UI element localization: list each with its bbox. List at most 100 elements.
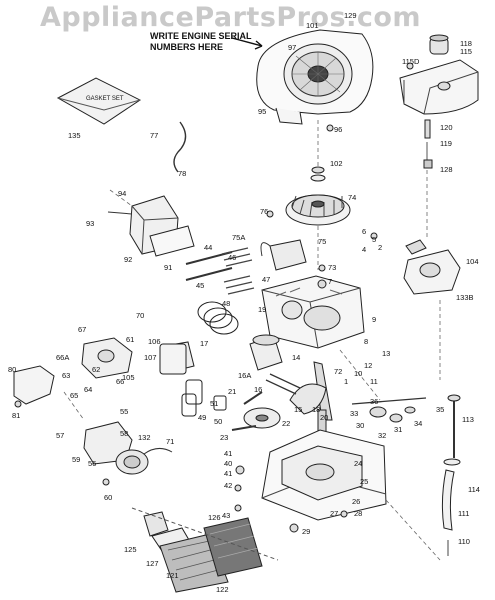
part-callout-7: 7	[328, 277, 332, 286]
part-callout-66: 66	[116, 377, 124, 386]
gasket-133b	[403, 239, 461, 295]
part-callout-81: 81	[12, 411, 20, 420]
part-callout-47: 47	[262, 275, 270, 284]
part-callout-43: 43	[222, 511, 230, 520]
part-callout-1: 1	[344, 377, 348, 386]
part-callout-61: 61	[126, 335, 134, 344]
part-callout-23: 23	[220, 433, 228, 442]
note-line-1: WRITE ENGINE SERIAL	[150, 31, 252, 41]
part-callout-126: 126	[208, 513, 221, 522]
part-callout-129: 129	[344, 11, 357, 20]
part-callout-18: 18	[312, 405, 320, 414]
part-callout-31: 31	[394, 425, 402, 434]
part-callout-64: 64	[84, 385, 92, 394]
part-callout-97: 97	[288, 43, 296, 52]
part-callout-80: 80	[8, 365, 16, 374]
part-callout-27: 27	[330, 509, 338, 518]
part-callout-14: 14	[292, 353, 300, 362]
part-callout-105: 105	[122, 373, 135, 382]
part-callout-113: 113	[462, 415, 474, 424]
part-callout-75: 75	[318, 237, 326, 246]
part-callout-59: 59	[72, 455, 80, 464]
part-callout-41: 41	[224, 449, 232, 458]
part-callout-21: 21	[228, 387, 236, 396]
part-callout-95: 95	[258, 107, 266, 116]
part-callout-34: 34	[414, 419, 422, 428]
part-callout-24: 24	[354, 459, 362, 468]
part-callout-67: 67	[78, 325, 86, 334]
part-callout-73: 73	[328, 263, 336, 272]
gasket-set-label: GASKET SET	[86, 96, 124, 102]
crankcase-cover	[261, 429, 387, 521]
part-callout-26: 26	[352, 497, 360, 506]
part-callout-76: 76	[260, 207, 268, 216]
part-callout-135: 135	[68, 131, 81, 140]
serial-number-note: WRITE ENGINE SERIAL NUMBERS HERE	[150, 31, 252, 53]
part-callout-16A: 16A	[238, 371, 251, 380]
muffler-assembly	[399, 34, 479, 115]
flywheel	[285, 194, 351, 226]
bracket-80	[13, 365, 55, 405]
part-callout-45: 45	[196, 281, 204, 290]
part-callout-11: 11	[370, 377, 378, 386]
part-callout-40: 40	[224, 459, 232, 468]
part-callout-49: 49	[198, 413, 206, 422]
note-arrow	[231, 37, 263, 47]
part-callout-91: 91	[164, 263, 172, 272]
part-callout-15: 15	[294, 405, 302, 414]
part-callout-19: 19	[258, 305, 266, 314]
note-line-2: NUMBERS HERE	[150, 42, 224, 52]
part-callout-44: 44	[204, 243, 212, 252]
part-callout-120: 120	[440, 123, 453, 132]
part-callout-65: 65	[70, 391, 78, 400]
part-callout-78: 78	[178, 169, 186, 178]
piston	[249, 334, 283, 371]
part-callout-94: 94	[118, 189, 126, 198]
part-callout-29: 29	[302, 527, 310, 536]
part-callout-111: 111	[458, 509, 469, 518]
part-callout-13: 13	[382, 349, 390, 358]
part-callout-70: 70	[136, 311, 144, 320]
part-callout-71: 71	[166, 437, 174, 446]
part-callout-107: 107	[144, 353, 157, 362]
part-callout-56: 56	[88, 459, 96, 468]
air-cleaner-base	[159, 343, 187, 375]
intake-gaskets	[181, 379, 227, 417]
part-callout-75A: 75A	[232, 233, 245, 242]
part-callout-22: 22	[282, 419, 290, 428]
part-callout-8: 8	[364, 337, 368, 346]
valves	[185, 247, 255, 295]
ignition-wire	[173, 121, 187, 173]
part-callout-72: 72	[334, 367, 342, 376]
crankshaft	[243, 361, 333, 451]
part-callout-5: 5	[372, 235, 376, 244]
part-callout-110: 110	[458, 537, 470, 546]
part-callout-41: 41	[224, 469, 232, 478]
engine-block	[261, 275, 365, 349]
air-filter-assembly	[131, 507, 279, 593]
part-callout-62: 62	[92, 365, 100, 374]
ignition-module	[260, 239, 307, 271]
part-callout-122: 122	[216, 585, 229, 594]
part-callout-4: 4	[362, 245, 366, 254]
part-callout-48: 48	[222, 299, 230, 308]
connecting-rod	[265, 373, 301, 395]
part-callout-96: 96	[334, 125, 342, 134]
part-callout-104: 104	[466, 257, 479, 266]
part-callout-17: 17	[200, 339, 208, 348]
fasteners	[14, 62, 414, 533]
part-callout-50: 50	[214, 417, 222, 426]
piston-rings	[197, 301, 239, 335]
part-callout-118: 118	[460, 39, 472, 48]
part-callout-101: 101	[306, 21, 319, 30]
part-callout-16: 16	[254, 385, 262, 394]
callout-labels: 124567891011121314151616A171819202122232…	[8, 11, 480, 594]
governor-assembly	[351, 397, 427, 423]
part-callout-93: 93	[86, 219, 94, 228]
part-callout-133B: 133B	[456, 293, 474, 302]
part-callout-6: 6	[362, 227, 366, 236]
right-fasteners	[423, 119, 433, 169]
part-callout-119: 119	[440, 139, 452, 148]
blower-housing	[256, 29, 374, 125]
